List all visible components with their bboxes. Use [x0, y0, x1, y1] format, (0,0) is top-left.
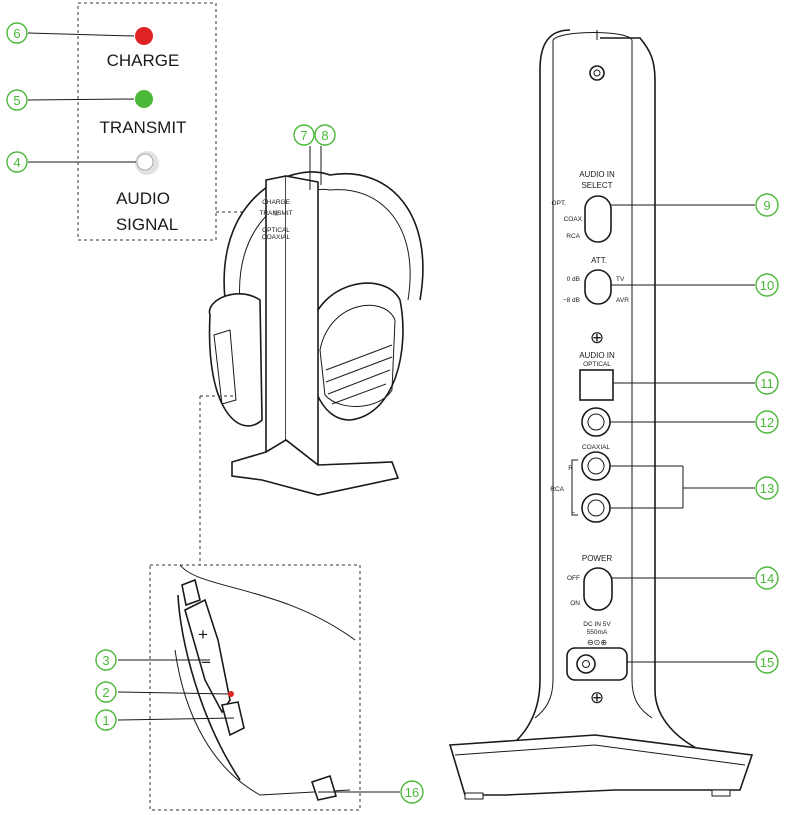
audio-in-select-switch[interactable] [584, 195, 612, 243]
bottom-screw-icon: ⊕ [590, 688, 604, 707]
stand-coaxial-label: COAXIAL [262, 234, 291, 241]
att-title: ATT. [591, 256, 607, 265]
audio-in-select-title-2: SELECT [581, 181, 612, 190]
rca-left-port[interactable] [581, 493, 611, 523]
transmitter-rear-panel: AUDIO IN SELECT OPT. COAX RCA ATT. 0 dB … [448, 29, 754, 800]
volume-minus-label: − [201, 653, 211, 672]
callout-16: 16 [400, 780, 424, 804]
tv-label: TV [616, 276, 625, 283]
rca-label: RCA [566, 233, 580, 240]
audio-in-optical-title-2: OPTICAL [583, 361, 611, 368]
callout-13: 13 [755, 476, 779, 500]
svg-text:8: 8 [321, 128, 328, 143]
svg-text:6: 6 [13, 26, 20, 41]
rca-right-port[interactable] [581, 451, 611, 481]
charge-led-icon [135, 27, 153, 45]
minus8-db-label: −8 dB [563, 297, 580, 304]
dc-in-port[interactable] [566, 647, 628, 681]
svg-text:4: 4 [13, 155, 20, 170]
charge-label: CHARGE [107, 51, 180, 70]
svg-text:12: 12 [760, 415, 774, 430]
svg-text:10: 10 [760, 278, 774, 293]
rca-l-label: L [571, 508, 575, 515]
audio-signal-label-line2: SIGNAL [116, 215, 178, 234]
headset-illustration: CHARGE TRANSMIT OPTICAL COAXIAL [208, 171, 424, 496]
legend-frame [77, 2, 217, 241]
att-switch[interactable] [584, 269, 612, 305]
transmit-led-icon [135, 90, 153, 108]
zero-db-label: 0 dB [567, 276, 580, 283]
svg-text:3: 3 [102, 653, 109, 668]
on-label: ON [570, 600, 580, 607]
svg-text:11: 11 [760, 376, 774, 391]
off-label: OFF [567, 575, 580, 582]
svg-text:1: 1 [102, 713, 109, 728]
volume-plus-label: + [198, 625, 208, 644]
dc-in-label-2: 550mA [587, 629, 608, 636]
svg-text:13: 13 [760, 481, 774, 496]
coax-label: COAX [564, 216, 583, 223]
optical-port[interactable] [579, 369, 614, 401]
svg-text:14: 14 [760, 571, 774, 586]
top-screw-icon [589, 65, 605, 81]
callout-7: 7 [293, 124, 315, 146]
detail-status-led-icon [228, 691, 234, 697]
callout-15: 15 [755, 650, 779, 674]
audio-in-select-title-1: AUDIO IN [579, 170, 615, 179]
earcup-detail: + − [149, 564, 361, 811]
avr-label: AVR [616, 297, 629, 304]
callout-10: 10 [755, 273, 779, 297]
callout-9: 9 [755, 193, 779, 217]
stand-transmit-label: TRANSMIT [259, 210, 292, 217]
detail-frame [149, 564, 361, 811]
rca-r-label: R [568, 465, 573, 472]
optical-plus-icon: ⊕ [590, 328, 604, 347]
polarity-icon: ⊖⊙⊕ [587, 638, 607, 647]
svg-text:2: 2 [102, 685, 109, 700]
callout-12: 12 [755, 410, 779, 434]
audio-signal-led-icon [136, 153, 154, 171]
callout-14: 14 [755, 566, 779, 590]
callout-8: 8 [314, 124, 336, 146]
audio-in-optical-title-1: AUDIO IN [579, 351, 615, 360]
callout-11: 11 [755, 371, 779, 395]
svg-text:15: 15 [760, 655, 774, 670]
power-switch[interactable] [583, 567, 613, 611]
transmit-label: TRANSMIT [100, 118, 187, 137]
led-legend: CHARGE TRANSMIT AUDIO SIGNAL [77, 2, 217, 241]
stand-charge-label: CHARGE [262, 199, 290, 206]
svg-text:5: 5 [13, 93, 20, 108]
callout-1: 1 [95, 709, 117, 731]
svg-text:16: 16 [405, 785, 419, 800]
callout-3: 3 [95, 649, 117, 671]
power-title: POWER [582, 554, 612, 563]
callout-2: 2 [95, 681, 117, 703]
rca-side-label: RCA [550, 486, 564, 493]
coaxial-port[interactable] [581, 407, 611, 437]
svg-text:7: 7 [300, 128, 307, 143]
dc-in-label-1: DC IN 5V [583, 621, 611, 628]
opt-label: OPT. [552, 200, 567, 207]
callout-6: 6 [6, 22, 28, 44]
stand-optical-label: OPTICAL [262, 227, 290, 234]
callout-4: 4 [6, 151, 28, 173]
callout-5: 5 [6, 89, 28, 111]
audio-signal-label-line1: AUDIO [116, 189, 170, 208]
coaxial-label: COAXIAL [582, 444, 611, 451]
svg-text:9: 9 [763, 198, 770, 213]
